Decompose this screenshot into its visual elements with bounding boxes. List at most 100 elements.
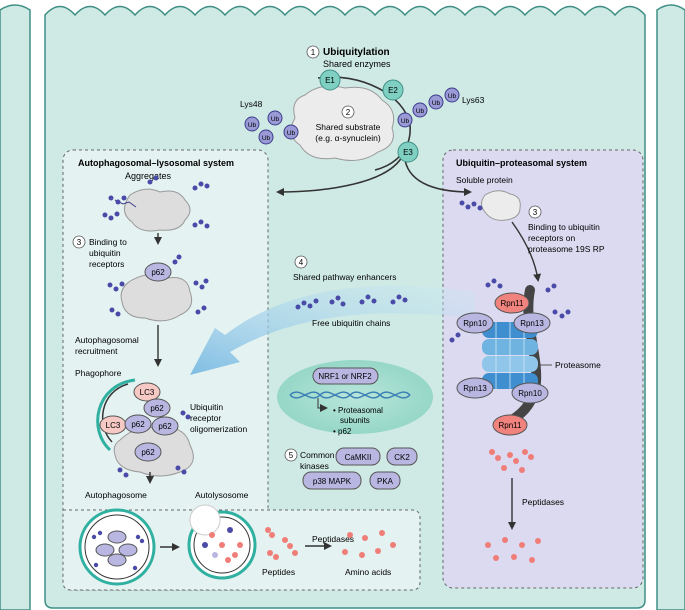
peptidases-right-label: Peptidases: [522, 497, 564, 507]
right-branch-arrow: [404, 159, 472, 196]
phagophore-assembly: LC3 p62 LC3 p62 p62 p62: [96, 378, 194, 478]
p62-label-3: p62: [131, 420, 145, 429]
autophagosome: [78, 508, 156, 586]
p62-receptor-1: p62: [144, 262, 172, 282]
ups-title: Ubiquitin–proteasomal system: [456, 158, 587, 168]
e3-enzyme: E3: [397, 141, 419, 163]
ubiquitylation-section: 1 Ubiquitylation Shared enzymes: [306, 45, 391, 69]
aggregates-label: Aggregates: [125, 171, 172, 181]
substrate-line2: (e.g. α-synuclein): [315, 133, 381, 143]
lys63-ub-chain: Ub Ub Ub Ub: [397, 87, 460, 128]
svg-text:Ub: Ub: [448, 93, 457, 100]
svg-text:Ub: Ub: [416, 108, 425, 115]
svg-text:Rpn13: Rpn13: [520, 319, 544, 328]
peptides-label: Peptides: [262, 567, 295, 577]
peptidases-left-label: Peptidases: [312, 534, 354, 544]
binding-line2: ubiquitin: [89, 248, 121, 258]
shared-substrate: 2 Shared substrate (e.g. α-synuclein): [290, 85, 395, 161]
amino-acids: [342, 530, 396, 558]
proteasomal-line1: • Proteasomal: [333, 406, 383, 415]
amino-acids-label: Amino acids: [345, 567, 391, 577]
right-step3-number: 3: [533, 208, 538, 217]
svg-text:E3: E3: [403, 148, 413, 157]
p62-label-2: p62: [150, 404, 164, 413]
olig-line2: receptor: [190, 413, 221, 423]
kinase-pka: PKA: [369, 471, 401, 490]
svg-text:p38 MAPK: p38 MAPK: [313, 477, 352, 486]
enhancer-arrow: [190, 285, 475, 375]
free-ub-chains: [295, 294, 408, 310]
p62-label-5: p62: [141, 448, 155, 457]
p62-bullet: • p62: [333, 427, 352, 436]
lys48-label: Lys48: [240, 99, 263, 109]
rpn11-bottom: Rpn11: [492, 414, 528, 436]
autophagy-title: Autophagosomal–lysosomal system: [78, 158, 234, 168]
p62-label-4: p62: [158, 422, 172, 431]
svg-text:Rpn10: Rpn10: [518, 389, 542, 398]
left-peptides: [265, 527, 298, 560]
ups-binding-arrow: [511, 221, 542, 282]
ups-panel: [442, 149, 644, 589]
ups-bind-line3: proteasome 19S RP: [528, 244, 605, 254]
kinases-line1: Common: [300, 450, 335, 460]
svg-text:p62: p62: [151, 268, 165, 277]
recruit-line1: Autophagosomal: [75, 335, 139, 345]
nrf-nucleus: NRF1 or NRF2 • Proteasomal subunits • p6…: [277, 360, 433, 436]
right-amino-acids: [485, 537, 541, 563]
kinase-p38: p38 MAPK: [302, 471, 362, 490]
svg-text:E1: E1: [325, 76, 335, 85]
aggregate-cluster-top: [102, 175, 210, 232]
proteasome: [482, 285, 542, 425]
substrate-line1: Shared substrate: [316, 122, 381, 132]
proteasomal-line2: subunits: [340, 416, 370, 425]
svg-text:E2: E2: [388, 86, 398, 95]
svg-text:Ub: Ub: [432, 100, 441, 107]
olig-line3: oligomerization: [190, 424, 247, 434]
svg-text:Rpn11: Rpn11: [499, 421, 523, 430]
phagophore-label: Phagophore: [75, 368, 122, 378]
svg-text:Ub: Ub: [262, 135, 271, 142]
svg-text:Rpn10: Rpn10: [463, 319, 487, 328]
soluble-protein-label: Soluble protein: [456, 175, 513, 185]
kinase-camkii: CaMKII: [335, 447, 381, 466]
shared-enzymes-label: Shared enzymes: [323, 59, 391, 69]
binding-line3: receptors: [89, 259, 124, 269]
soluble-protein: [459, 190, 521, 221]
e1-enzyme: E1: [319, 69, 341, 91]
left-step3-number: 3: [77, 238, 82, 247]
svg-text:Ub: Ub: [401, 118, 410, 125]
recruit-line2: recruitment: [75, 346, 118, 356]
kinase-ck2: CK2: [386, 447, 418, 466]
autophagosome-label: Autophagosome: [85, 490, 147, 500]
step5-number: 5: [289, 451, 294, 460]
lys63-label: Lys63: [462, 95, 485, 105]
rpn10-top: Rpn10: [456, 312, 494, 334]
step2-number: 2: [346, 108, 351, 117]
autolysosome-label: Autolysosome: [195, 490, 249, 500]
autolysosome: [187, 504, 257, 580]
lc3-label-1: LC3: [140, 388, 155, 397]
rpn10-bottom: Rpn10: [511, 382, 549, 404]
proteasome-ub-chains: [449, 278, 571, 343]
svg-text:Ub: Ub: [271, 116, 280, 123]
olig-line1: Ubiquitin: [190, 402, 223, 412]
svg-text:Rpn13: Rpn13: [463, 384, 487, 393]
proteasome-label: Proteasome: [555, 360, 601, 370]
lys48-ub-chain: Ub Ub Ub Ub: [244, 110, 299, 145]
rpn13-bottom: Rpn13: [456, 377, 494, 399]
nrf-label: NRF1 or NRF2: [318, 372, 372, 381]
rpn13-top: Rpn13: [513, 312, 551, 334]
svg-text:Rpn11: Rpn11: [501, 299, 525, 308]
step4-number: 4: [299, 258, 304, 267]
svg-text:Ub: Ub: [248, 122, 257, 129]
ubiquitylation-title: Ubiquitylation: [323, 47, 390, 58]
svg-text:Ub: Ub: [287, 130, 296, 137]
lc3-label-2: LC3: [106, 421, 121, 430]
e2-enzyme: E2: [382, 79, 404, 101]
ups-bind-line2: receptors on: [528, 233, 576, 243]
rpn11-top: Rpn11: [494, 292, 530, 314]
left-branch-arrow: [276, 149, 406, 196]
free-chains-label: Free ubiquitin chains: [312, 318, 390, 328]
step1-number: 1: [311, 48, 316, 57]
